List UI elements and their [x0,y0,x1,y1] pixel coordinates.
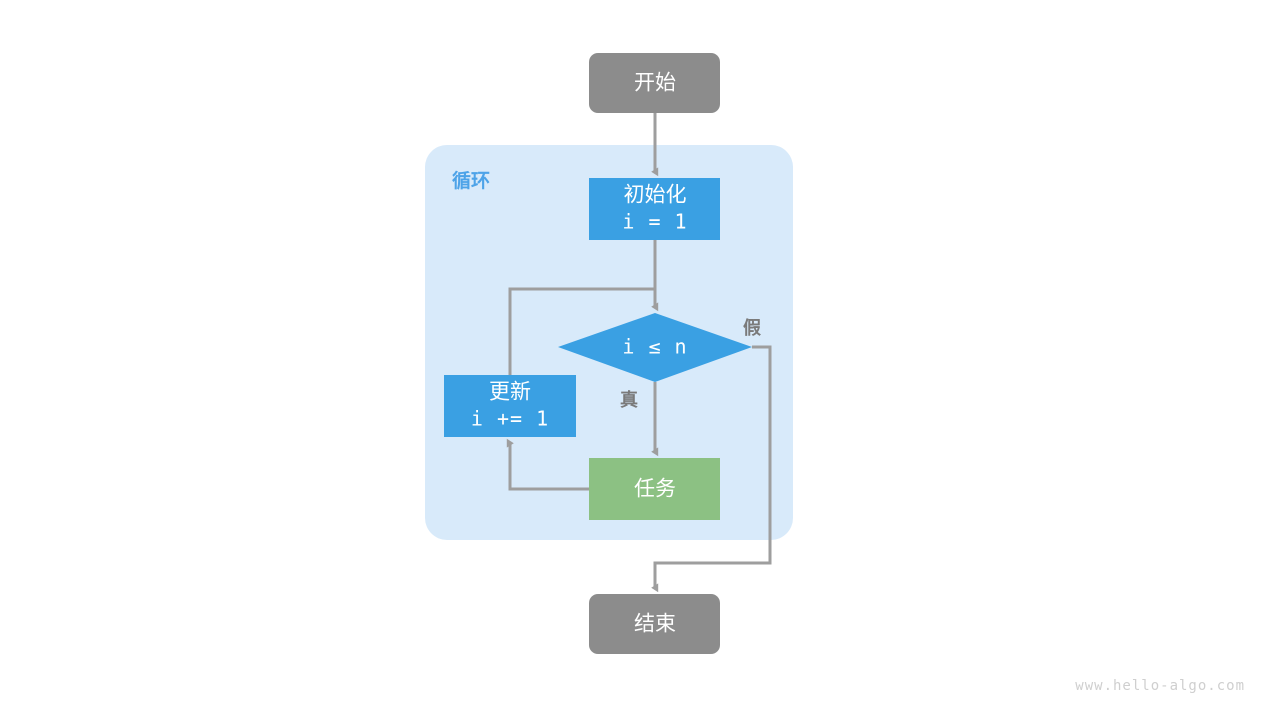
task-node-shape[interactable] [589,458,720,520]
edge-condition-false-to-end [651,345,772,593]
start-node-shape[interactable] [589,53,720,113]
update-node-code: i += 1 [471,407,549,431]
initialize-node[interactable]: 初始化 i = 1 [589,178,720,240]
condition-node-code: i ≤ n [622,335,687,359]
start-node[interactable]: 开始 [589,53,720,113]
edge-update-to-condition [508,287,655,375]
update-node[interactable]: 更新 i += 1 [444,375,576,437]
update-node-shape[interactable] [444,375,576,437]
end-node[interactable]: 结束 [589,594,720,654]
task-node[interactable]: 任务 [589,458,720,520]
edge-label-false: 假 [743,317,762,338]
update-node-label: 更新 [489,381,531,404]
initialize-node-label: 初始化 [624,184,687,207]
edge-label-true: 真 [620,389,638,410]
task-node-label: 任务 [634,478,676,501]
initialize-node-shape[interactable] [589,178,720,240]
start-node-label: 开始 [634,72,676,95]
loop-group-label: 循环 [452,169,490,192]
watermark: www.hello-algo.com [1075,678,1245,694]
condition-node-shape[interactable] [558,313,752,382]
end-node-shape[interactable] [589,594,720,654]
initialize-node-code: i = 1 [622,210,687,234]
edge-task-to-update [506,438,589,491]
end-node-label: 结束 [634,613,676,636]
condition-node[interactable]: i ≤ n [558,313,752,382]
